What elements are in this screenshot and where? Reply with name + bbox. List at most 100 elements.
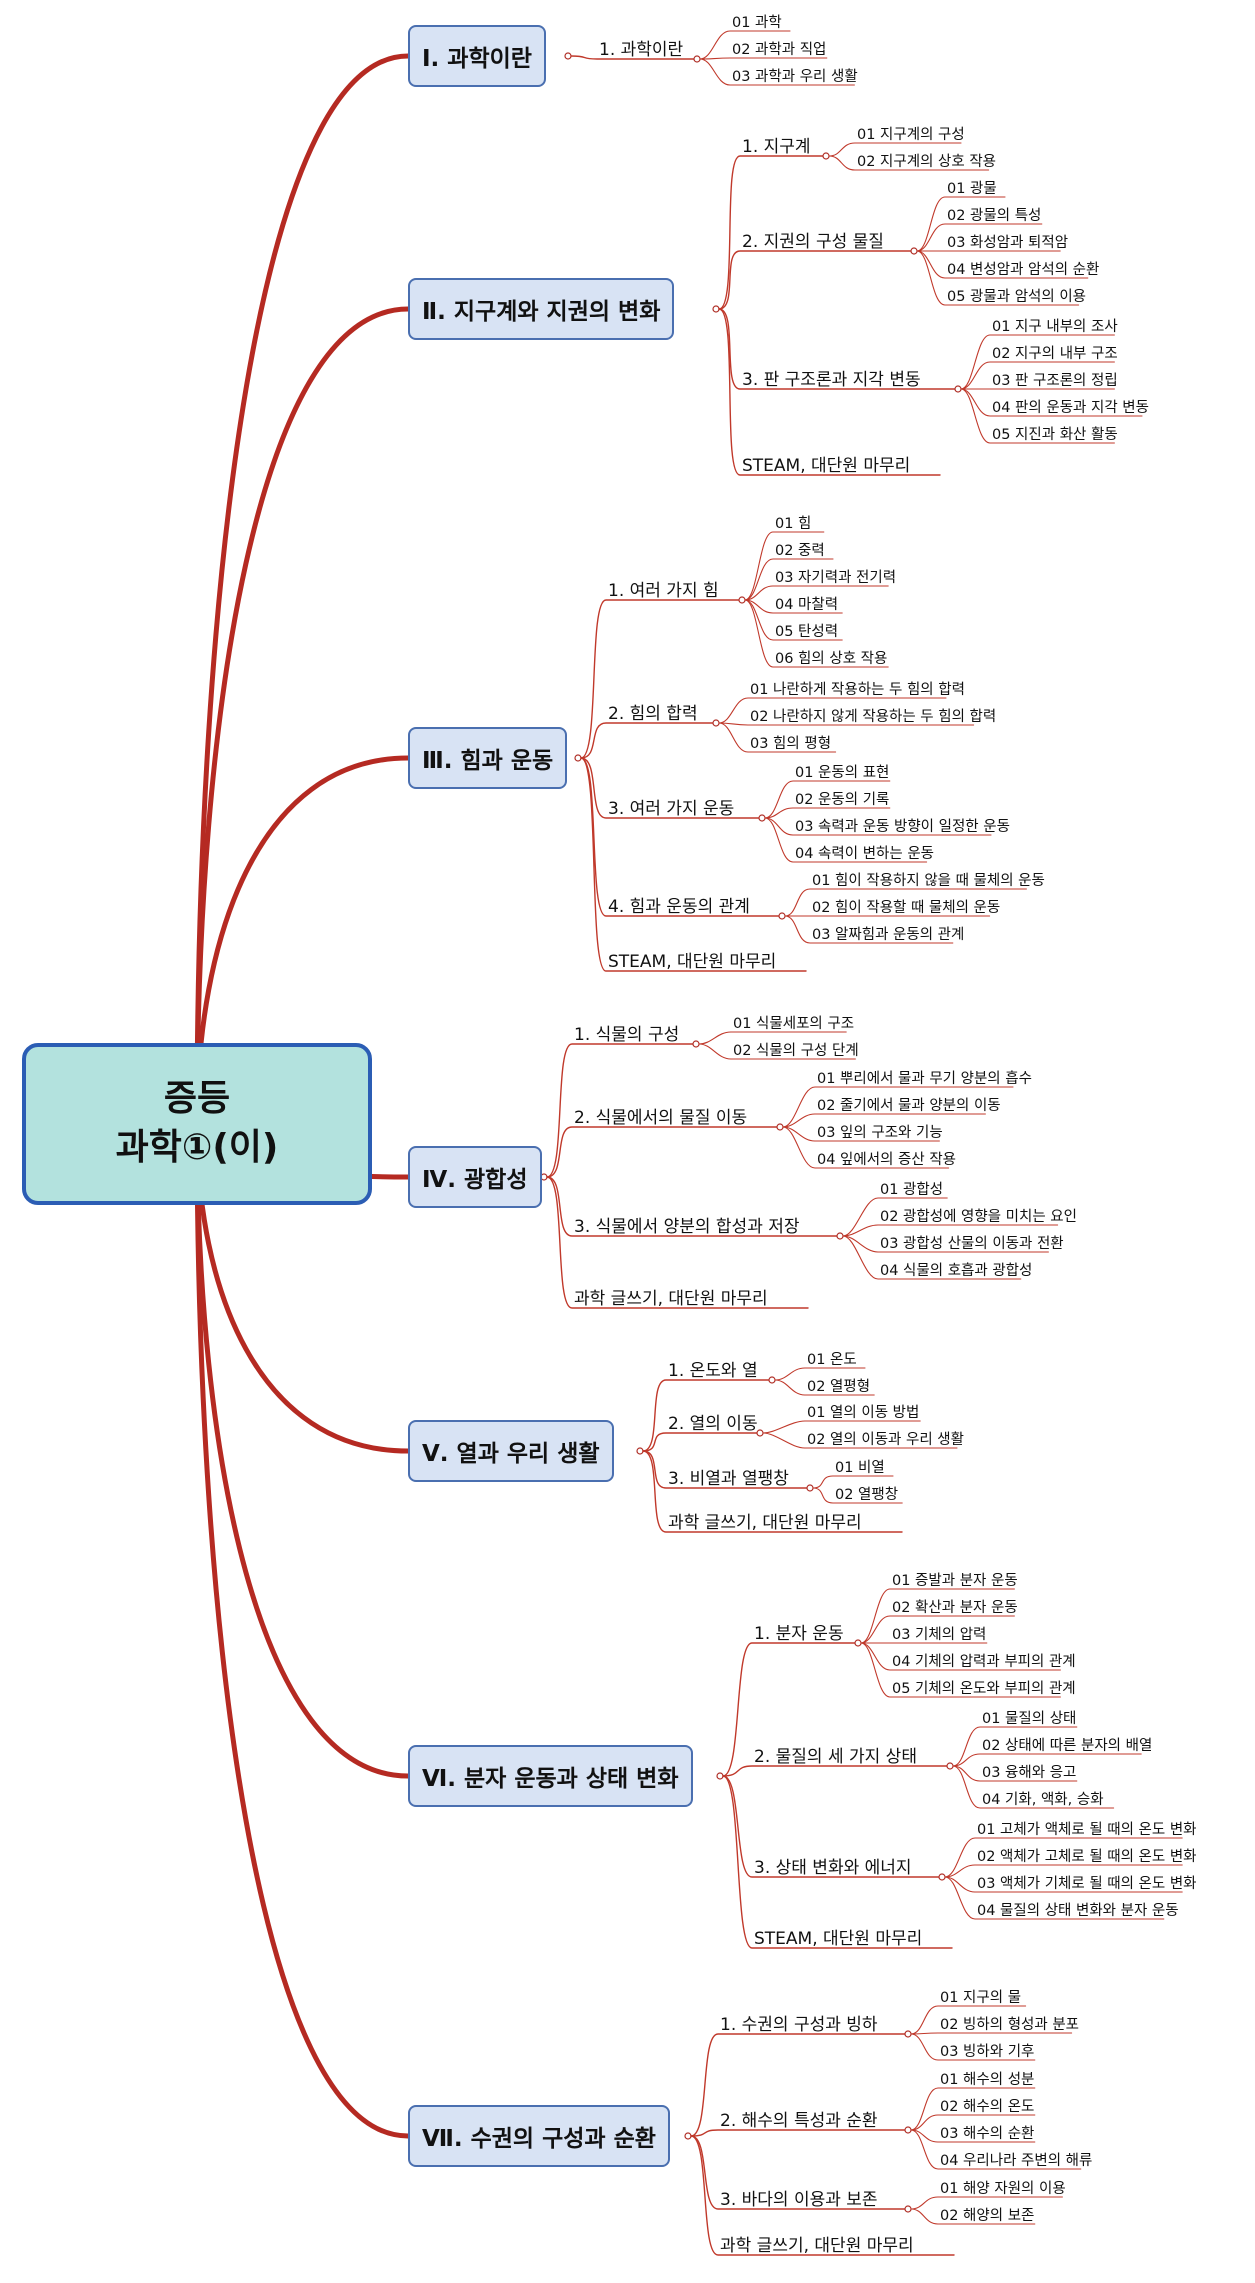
topic-item[interactable]: 03 과학과 우리 생활 [732,69,858,85]
chapter-label[interactable]: 1. 분자 운동 [754,1624,844,1644]
chapter-label[interactable]: 3. 상태 변화와 에너지 [754,1858,912,1878]
topic-item[interactable]: 05 지진과 화산 활동 [992,427,1118,443]
topic-item[interactable]: 03 기체의 압력 [892,1627,987,1643]
chapter-label[interactable]: 2. 힘의 합력 [608,704,698,724]
topic-item[interactable]: 01 열의 이동 방법 [807,1405,920,1421]
chapter-label[interactable]: 1. 온도와 열 [668,1361,758,1381]
chapter-label[interactable]: 3. 바다의 이용과 보존 [720,2190,878,2210]
topic-item[interactable]: 05 광물과 암석의 이용 [947,289,1086,305]
topic-item[interactable]: 04 물질의 상태 변화와 분자 운동 [977,1903,1179,1919]
chapter-label[interactable]: 1. 지구계 [742,137,811,157]
chapter-label[interactable]: 1. 여러 가지 힘 [608,581,719,601]
topic-item[interactable]: 02 해양의 보존 [940,2208,1035,2224]
topic-item[interactable]: 01 해수의 성분 [940,2072,1035,2088]
topic-item[interactable]: 01 광합성 [880,1182,944,1198]
topic-item[interactable]: 01 고체가 액체로 될 때의 온도 변화 [977,1822,1197,1838]
topic-item[interactable]: 01 식물세포의 구조 [733,1016,855,1032]
topic-item[interactable]: 04 잎에서의 증산 작용 [817,1152,956,1168]
chapter-label[interactable]: 3. 식물에서 양분의 합성과 저장 [574,1217,800,1237]
chapter-label[interactable]: 4. 힘과 운동의 관계 [608,897,750,917]
topic-item[interactable]: 02 확산과 분자 운동 [892,1600,1018,1616]
chapter-label[interactable]: STEAM, 대단원 마무리 [754,1929,923,1949]
topic-item[interactable]: 04 변성암과 암석의 순환 [947,262,1100,278]
chapter-label[interactable]: 3. 판 구조론과 지각 변동 [742,370,921,390]
chapter-label[interactable]: 3. 여러 가지 운동 [608,799,735,819]
chapter-label[interactable]: 1. 식물의 구성 [574,1025,680,1045]
topic-item[interactable]: 01 운동의 표현 [795,765,890,781]
topic-item[interactable]: 02 과학과 직업 [732,42,827,58]
topic-item[interactable]: 02 중력 [775,543,825,559]
topic-item[interactable]: 03 판 구조론의 정립 [992,373,1118,389]
topic-item[interactable]: 05 기체의 온도와 부피의 관계 [892,1681,1076,1697]
topic-item[interactable]: 01 힘이 작용하지 않을 때 물체의 운동 [812,873,1045,889]
topic-item[interactable]: 03 속력과 운동 방향이 일정한 운동 [795,819,1010,835]
chapter-label[interactable]: 2. 지권의 구성 물질 [742,232,884,252]
chapter-label[interactable]: 1. 과학이란 [599,40,684,60]
topic-item[interactable]: 02 광합성에 영향을 미치는 요인 [880,1209,1077,1225]
topic-item[interactable]: 02 운동의 기록 [795,792,890,808]
unit-node-3[interactable]: Ⅲ. 힘과 운동 [408,727,568,789]
unit-node-1[interactable]: Ⅰ. 과학이란 [408,25,546,87]
topic-item[interactable]: 04 속력이 변하는 운동 [795,846,934,862]
chapter-label[interactable]: 2. 해수의 특성과 순환 [720,2111,878,2131]
root-node[interactable]: 증등 과학①(이) [22,1043,372,1205]
topic-item[interactable]: 02 열의 이동과 우리 생활 [807,1432,964,1448]
topic-item[interactable]: 01 힘 [775,516,812,532]
topic-item[interactable]: 01 증발과 분자 운동 [892,1573,1018,1589]
topic-item[interactable]: 02 해수의 온도 [940,2099,1035,2115]
topic-item[interactable]: 02 지구의 내부 구조 [992,346,1118,362]
topic-item[interactable]: 03 알짜힘과 운동의 관계 [812,927,965,943]
topic-item[interactable]: 01 비열 [835,1460,885,1476]
topic-item[interactable]: 01 온도 [807,1352,857,1368]
topic-item[interactable]: 01 지구 내부의 조사 [992,319,1118,335]
topic-item[interactable]: 03 자기력과 전기력 [775,570,897,586]
topic-item[interactable]: 02 상태에 따른 분자의 배열 [982,1738,1153,1754]
topic-item[interactable]: 02 식물의 구성 단계 [733,1043,859,1059]
topic-item[interactable]: 01 지구의 물 [940,1990,1022,2006]
unit-node-6[interactable]: Ⅵ. 분자 운동과 상태 변화 [408,1745,693,1807]
topic-item[interactable]: 03 광합성 산물의 이동과 전환 [880,1236,1064,1252]
topic-item[interactable]: 04 우리나라 주변의 해류 [940,2153,1093,2169]
unit-node-2[interactable]: Ⅱ. 지구계와 지권의 변화 [408,278,675,340]
topic-item[interactable]: 01 해양 자원의 이용 [940,2181,1066,2197]
topic-item[interactable]: 02 열팽창 [835,1487,899,1503]
topic-item[interactable]: 01 뿌리에서 물과 무기 양분의 흡수 [817,1071,1032,1087]
unit-node-5[interactable]: Ⅴ. 열과 우리 생활 [408,1420,614,1482]
topic-item[interactable]: 03 화성암과 퇴적암 [947,235,1069,251]
topic-item[interactable]: 02 광물의 특성 [947,208,1042,224]
topic-item[interactable]: 02 열평형 [807,1379,871,1395]
topic-item[interactable]: 03 액체가 기체로 될 때의 온도 변화 [977,1876,1197,1892]
topic-item[interactable]: 03 융해와 응고 [982,1765,1077,1781]
topic-item[interactable]: 04 식물의 호흡과 광합성 [880,1263,1033,1279]
topic-item[interactable]: 02 액체가 고체로 될 때의 온도 변화 [977,1849,1197,1865]
chapter-label[interactable]: STEAM, 대단원 마무리 [608,952,777,972]
chapter-label[interactable]: 과학 글쓰기, 대단원 마무리 [668,1513,862,1533]
topic-item[interactable]: 01 물질의 상태 [982,1711,1077,1727]
chapter-label[interactable]: 3. 비열과 열팽창 [668,1469,789,1489]
topic-item[interactable]: 04 마찰력 [775,597,839,613]
topic-item[interactable]: 01 나란하게 작용하는 두 힘의 합력 [750,682,965,698]
topic-item[interactable]: 02 줄기에서 물과 양분의 이동 [817,1098,1001,1114]
topic-item[interactable]: 03 잎의 구조와 기능 [817,1125,943,1141]
topic-item[interactable]: 04 판의 운동과 지각 변동 [992,400,1149,416]
chapter-label[interactable]: 과학 글쓰기, 대단원 마무리 [574,1289,768,1309]
chapter-label[interactable]: 2. 식물에서의 물질 이동 [574,1108,748,1128]
topic-item[interactable]: 03 빙하와 기후 [940,2044,1035,2060]
topic-item[interactable]: 04 기화, 액화, 승화 [982,1792,1104,1808]
topic-item[interactable]: 04 기체의 압력과 부피의 관계 [892,1654,1076,1670]
topic-item[interactable]: 05 탄성력 [775,624,839,640]
chapter-label[interactable]: 2. 열의 이동 [668,1414,758,1434]
topic-item[interactable]: 06 힘의 상호 작용 [775,651,888,667]
topic-item[interactable]: 01 광물 [947,181,997,197]
topic-item[interactable]: 02 지구계의 상호 작용 [857,154,996,170]
topic-item[interactable]: 03 힘의 평형 [750,736,832,752]
chapter-label[interactable]: 1. 수권의 구성과 빙하 [720,2015,878,2035]
chapter-label[interactable]: STEAM, 대단원 마무리 [742,456,911,476]
chapter-label[interactable]: 과학 글쓰기, 대단원 마무리 [720,2236,914,2256]
topic-item[interactable]: 02 나란하지 않게 작용하는 두 힘의 합력 [750,709,997,725]
topic-item[interactable]: 02 빙하의 형성과 분포 [940,2017,1079,2033]
topic-item[interactable]: 01 과학 [732,15,782,31]
topic-item[interactable]: 02 힘이 작용할 때 물체의 운동 [812,900,1001,916]
chapter-label[interactable]: 2. 물질의 세 가지 상태 [754,1747,917,1767]
topic-item[interactable]: 01 지구계의 구성 [857,127,965,143]
